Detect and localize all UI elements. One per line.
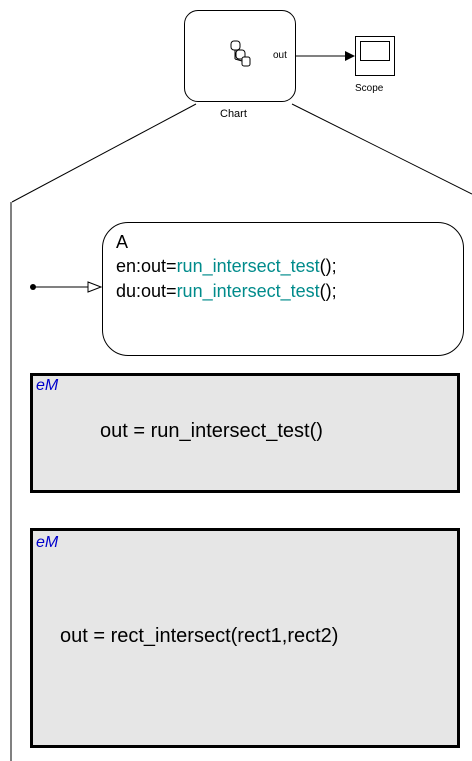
state-name: A	[116, 232, 129, 252]
signal-arrowhead	[345, 51, 355, 61]
em-function-block-1[interactable]	[30, 373, 460, 493]
default-transition-arrowhead	[87, 281, 103, 293]
during-prefix: du:out=	[116, 281, 177, 301]
em-label-1: eM	[36, 377, 59, 394]
state-during-action: du:out=run_intersect_test();	[116, 281, 337, 302]
chart-output-port-label: out	[273, 50, 287, 61]
em-label-2: eM	[36, 534, 59, 551]
em-function-block-2[interactable]	[30, 528, 460, 748]
chart-block[interactable]	[184, 10, 296, 102]
during-function: run_intersect_test	[176, 281, 320, 301]
scope-block[interactable]	[355, 36, 395, 76]
scope-icon	[360, 41, 390, 61]
state-entry-action: en:out=run_intersect_test();	[116, 256, 337, 277]
scope-caption: Scope	[355, 83, 384, 94]
state-a[interactable]	[102, 222, 464, 356]
entry-function: run_intersect_test	[176, 256, 320, 276]
chart-caption: Chart	[220, 108, 247, 120]
during-suffix: ();	[319, 281, 337, 301]
zoom-line-right	[291, 103, 472, 195]
entry-prefix: en:out=	[116, 256, 177, 276]
em-code-2: out = rect_intersect(rect1,rect2)	[60, 625, 339, 647]
stateflow-chart-icon	[230, 40, 251, 67]
entry-suffix: ();	[319, 256, 337, 276]
zoom-line-left	[11, 103, 197, 203]
em-code-1: out = run_intersect_test()	[100, 420, 323, 442]
